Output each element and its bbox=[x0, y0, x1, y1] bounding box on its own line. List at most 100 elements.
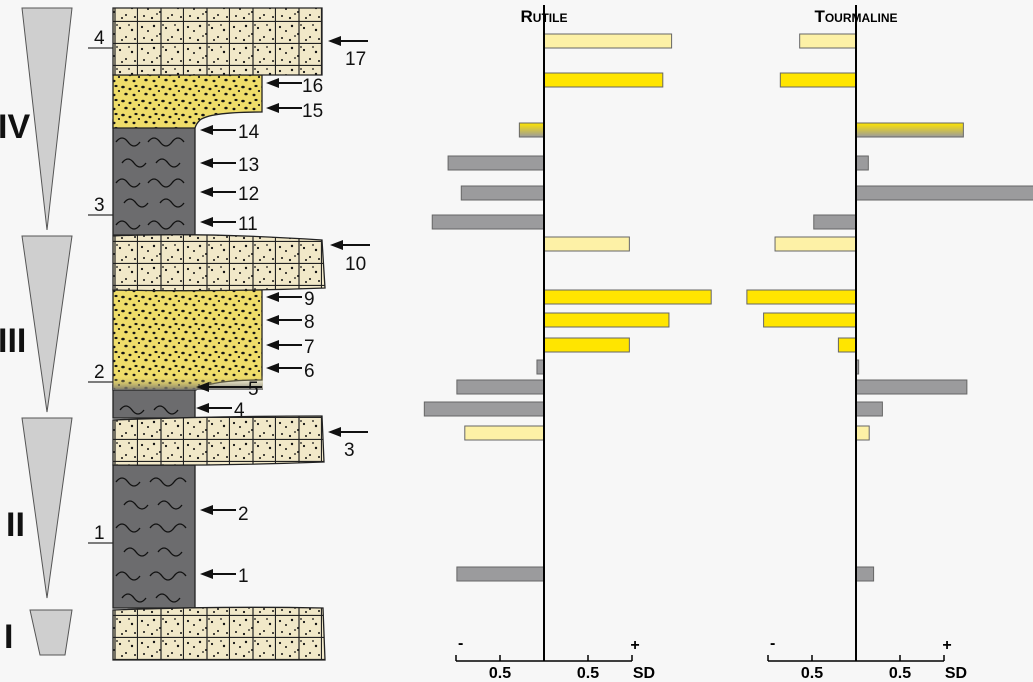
shale-waves bbox=[115, 137, 187, 603]
shale-layer bbox=[112, 464, 196, 609]
bar-sample-9 bbox=[746, 289, 857, 305]
sample-arrow-17: 17 bbox=[328, 36, 368, 70]
bar-sample-5 bbox=[855, 379, 968, 395]
bar-sample-4 bbox=[855, 401, 883, 417]
level-label-2: 2 bbox=[94, 362, 105, 383]
tick-label: 0.5 bbox=[489, 665, 511, 682]
conglomerate-layer bbox=[112, 74, 263, 129]
bar-sample-10 bbox=[543, 236, 630, 252]
bar-sample-10 bbox=[774, 236, 857, 252]
bar-sample-8 bbox=[543, 312, 670, 328]
cycle-wedge-ii bbox=[21, 417, 73, 599]
sample-arrow-15: 15 bbox=[266, 101, 323, 122]
cycle-label-iii: III bbox=[0, 322, 26, 360]
sample-label: 3 bbox=[344, 440, 355, 461]
sample-arrow-12: 12 bbox=[200, 184, 259, 205]
sample-label: 2 bbox=[238, 504, 249, 525]
tick-label: 0.5 bbox=[889, 665, 911, 682]
bar-sample-12 bbox=[855, 185, 1033, 201]
bar-sample-3 bbox=[855, 425, 870, 441]
tick-label: 0.5 bbox=[577, 665, 599, 682]
tick-label: - bbox=[458, 635, 463, 652]
sample-label: 7 bbox=[304, 337, 315, 358]
sample-label: 12 bbox=[238, 184, 259, 205]
sample-label: 17 bbox=[345, 49, 366, 70]
tick-label: SD bbox=[945, 665, 967, 682]
bar-sample-13 bbox=[855, 155, 869, 171]
sample-label: 9 bbox=[304, 289, 315, 310]
tick-label: SD bbox=[633, 665, 655, 682]
sample-arrow-4: 4 bbox=[196, 400, 245, 421]
sample-arrow-13: 13 bbox=[200, 155, 259, 176]
cycle-label-i: I bbox=[4, 618, 13, 656]
sample-arrow-9: 9 bbox=[266, 289, 315, 310]
level-label-4: 4 bbox=[94, 28, 105, 49]
bar-sample-7 bbox=[543, 337, 630, 353]
cycle-label-iv: IV bbox=[0, 108, 30, 146]
level-label-3: 3 bbox=[94, 195, 105, 216]
bar-sample-8 bbox=[763, 312, 857, 328]
sample-arrow-10: 10 bbox=[330, 240, 370, 275]
bar-sample-16 bbox=[543, 72, 664, 88]
tick-label: 0.5 bbox=[801, 665, 823, 682]
shale-layer bbox=[112, 119, 196, 236]
sandstone-bed bbox=[112, 7, 323, 76]
sample-arrow-3: 3 bbox=[328, 427, 368, 461]
sample-label: 14 bbox=[238, 122, 260, 143]
bar-sample-16 bbox=[779, 72, 857, 88]
cycle-wedge-iv bbox=[21, 7, 73, 231]
bar-sample-3 bbox=[464, 425, 545, 441]
sample-label: 15 bbox=[302, 101, 323, 122]
sample-label: 4 bbox=[234, 400, 245, 421]
sample-label: 8 bbox=[304, 312, 315, 333]
sample-label: 1 bbox=[238, 566, 249, 587]
cycle-wedge-i bbox=[29, 609, 73, 656]
bar-sample-11 bbox=[431, 214, 545, 230]
bar-sample-17 bbox=[799, 33, 857, 49]
tick-label: + bbox=[630, 637, 639, 654]
sandstone-bed bbox=[112, 415, 325, 466]
level-label-1: 1 bbox=[94, 523, 105, 544]
bar-sample-13 bbox=[447, 155, 545, 171]
bar-sample-1 bbox=[855, 566, 875, 582]
sample-arrow-11: 11 bbox=[200, 214, 258, 235]
cycle-label-ii: II bbox=[6, 506, 25, 544]
stratigraphic-column bbox=[112, 7, 326, 661]
sample-arrow-14: 14 bbox=[200, 122, 260, 143]
bar-sample-7 bbox=[837, 337, 857, 353]
bar-sample-11 bbox=[813, 214, 857, 230]
sample-label: 6 bbox=[304, 361, 315, 382]
level-lines bbox=[88, 47, 113, 544]
bar-sample-5 bbox=[456, 379, 545, 395]
sample-label: 16 bbox=[302, 76, 323, 97]
bar-sample-14 bbox=[855, 122, 964, 138]
tick-label: + bbox=[942, 637, 951, 654]
sample-arrow-8: 8 bbox=[266, 312, 315, 333]
sandstone-bed bbox=[112, 606, 326, 661]
sample-arrow-5: 5 bbox=[196, 379, 262, 400]
sample-label: 10 bbox=[345, 254, 366, 275]
sample-label: 5 bbox=[248, 379, 259, 400]
sample-arrow-6: 6 bbox=[266, 361, 315, 382]
sample-arrow-2: 2 bbox=[200, 504, 249, 525]
bar-sample-6 bbox=[536, 359, 545, 375]
bar-sample-4 bbox=[423, 401, 545, 417]
sample-arrow-16: 16 bbox=[266, 76, 323, 97]
sample-label: 13 bbox=[238, 155, 259, 176]
cycle-wedge-iii bbox=[21, 235, 73, 413]
bar-sample-17 bbox=[543, 33, 673, 49]
sample-arrow-1: 1 bbox=[200, 566, 249, 587]
sample-label: 11 bbox=[238, 214, 258, 235]
sandstone-bed bbox=[112, 234, 326, 292]
sample-arrow-7: 7 bbox=[266, 337, 315, 358]
tick-label: - bbox=[770, 635, 775, 652]
cycle-wedges bbox=[21, 7, 73, 656]
bar-sample-1 bbox=[456, 566, 545, 582]
bar-sample-12 bbox=[460, 185, 545, 201]
bar-sample-14 bbox=[518, 122, 545, 138]
